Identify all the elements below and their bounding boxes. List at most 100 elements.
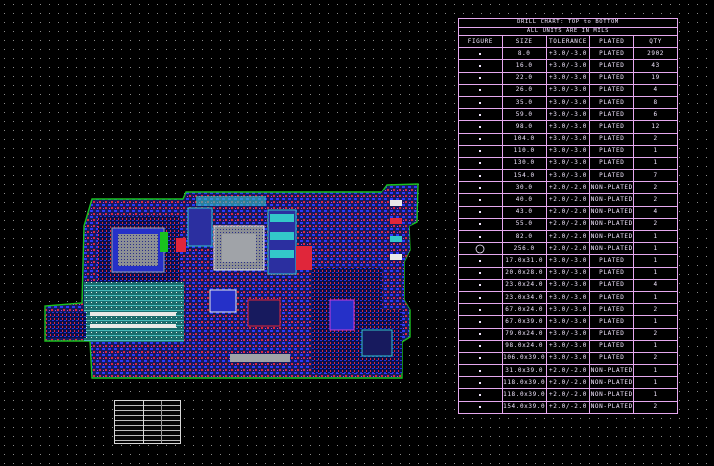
drill-figure-symbol — [458, 205, 503, 219]
drill-figure-symbol — [458, 254, 503, 268]
drill-size: 154.0 — [501, 169, 547, 183]
drill-size: 17.0x31.0 — [501, 254, 547, 268]
drill-tolerance: +3.0/-3.0 — [545, 108, 591, 122]
drill-tolerance: +2.0/-2.0 — [545, 217, 591, 232]
drill-qty: 2 — [633, 351, 678, 366]
drill-figure-symbol — [458, 132, 503, 146]
drill-tolerance: +3.0/-3.0 — [545, 290, 591, 305]
drill-tolerance: +3.0/-3.0 — [545, 120, 591, 134]
header-plated: PLATED — [589, 34, 635, 49]
drill-figure-symbol — [458, 388, 503, 402]
drill-size: 67.0x39.0 — [501, 315, 547, 329]
pcb-board — [44, 183, 419, 379]
drill-figure-symbol — [458, 290, 503, 305]
drill-plated: PLATED — [589, 156, 635, 171]
drill-qty: 1 — [633, 242, 678, 256]
drill-figure-symbol — [458, 339, 503, 353]
drill-size: 98.0 — [501, 120, 547, 134]
drill-tolerance: +3.0/-3.0 — [545, 266, 591, 280]
drill-size: 118.0x39.0 — [501, 388, 547, 402]
drill-size: 55.0 — [501, 217, 547, 232]
drill-tolerance: +3.0/-3.0 — [545, 71, 591, 85]
drill-qty: 1 — [633, 254, 678, 268]
drill-qty: 2 — [633, 303, 678, 317]
drill-qty: 1 — [633, 376, 678, 390]
drill-chart-subtitle: ALL UNITS ARE IN MILS — [458, 26, 678, 36]
drill-plated: PLATED — [589, 132, 635, 146]
drill-qty: 2 — [633, 217, 678, 232]
drill-plated: NON-PLATED — [589, 205, 635, 219]
drill-plated: PLATED — [589, 278, 635, 292]
drill-figure-symbol — [458, 278, 503, 292]
drill-figure-symbol — [458, 120, 503, 134]
drill-tolerance: +2.0/-2.0 — [545, 193, 591, 207]
drill-qty: 1 — [633, 388, 678, 402]
drill-figure-symbol — [458, 315, 503, 329]
drill-tolerance: +3.0/-3.0 — [545, 59, 591, 73]
drill-tolerance: +3.0/-3.0 — [545, 95, 591, 110]
drill-size: 110.0 — [501, 144, 547, 158]
drill-qty: 8 — [633, 95, 678, 110]
drill-plated: PLATED — [589, 351, 635, 366]
drill-qty: 2902 — [633, 47, 678, 61]
drill-size: 23.0x24.0 — [501, 278, 547, 292]
drill-size: 59.0 — [501, 108, 547, 122]
drill-size: 23.0x34.0 — [501, 290, 547, 305]
vram-left — [187, 207, 213, 247]
drill-tolerance: +2.0/-2.0 — [545, 242, 591, 256]
drill-plated: PLATED — [589, 47, 635, 61]
drill-tolerance: +3.0/-3.0 — [545, 83, 591, 97]
drill-plated: PLATED — [589, 339, 635, 353]
drill-size: 40.0 — [501, 193, 547, 207]
drill-qty: 43 — [633, 59, 678, 73]
drill-qty: 2 — [633, 181, 678, 195]
drill-qty: 1 — [633, 229, 678, 244]
drill-tolerance: +2.0/-2.0 — [545, 181, 591, 195]
drill-plated: PLATED — [589, 108, 635, 122]
drill-size: 118.0x39.0 — [501, 376, 547, 390]
connector-strip — [382, 190, 412, 310]
drill-size: 8.0 — [501, 47, 547, 61]
drill-plated: PLATED — [589, 95, 635, 110]
drill-plated: PLATED — [589, 254, 635, 268]
drill-tolerance: +2.0/-2.0 — [545, 376, 591, 390]
drill-plated: PLATED — [589, 315, 635, 329]
drill-tolerance: +3.0/-3.0 — [545, 254, 591, 268]
drill-qty: 1 — [633, 339, 678, 353]
drill-size: 104.0 — [501, 132, 547, 146]
drill-figure-symbol — [458, 59, 503, 73]
drill-tolerance: +3.0/-3.0 — [545, 303, 591, 317]
drill-figure-symbol — [458, 95, 503, 110]
header-qty: QTY — [633, 34, 678, 49]
drill-figure-symbol — [458, 351, 503, 366]
drill-figure-symbol — [458, 376, 503, 390]
drill-plated: PLATED — [589, 144, 635, 158]
drill-figure-symbol — [458, 108, 503, 122]
drill-size: 20.0x28.0 — [501, 266, 547, 280]
drill-plated: NON-PLATED — [589, 193, 635, 207]
drill-size: 35.0 — [501, 95, 547, 110]
drill-tolerance: +2.0/-2.0 — [545, 364, 591, 378]
drill-plated: NON-PLATED — [589, 364, 635, 378]
